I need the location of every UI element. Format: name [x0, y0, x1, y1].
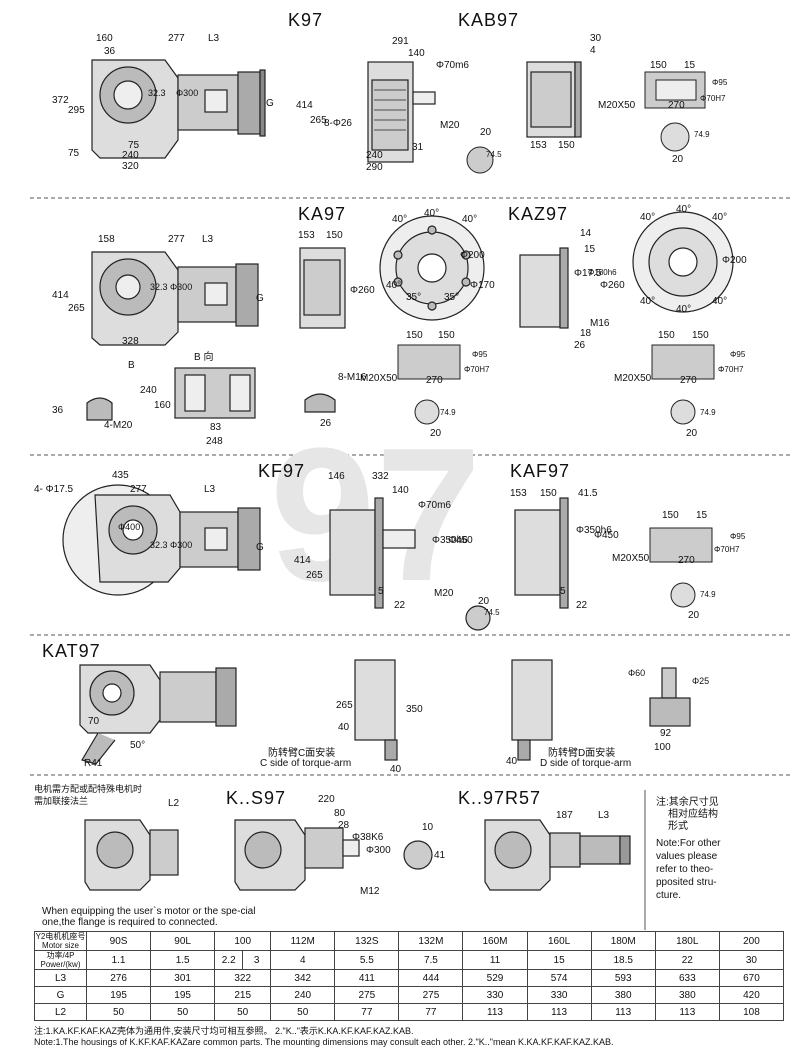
kab97-side-view	[526, 61, 582, 138]
k97-side-view	[367, 61, 436, 163]
ka97-shaft-views	[397, 344, 715, 425]
kat97-d-side-en: D side of torque-arm	[540, 758, 632, 769]
torque-arm-detail	[649, 667, 691, 727]
title-kf97: KF97	[258, 461, 306, 481]
footer-note-cn: 注:1.KA.KF.KAF.KAZ壳体为通用件,安装尺寸均可相互参照。 2."K…	[34, 1026, 414, 1036]
ka97-flange-view	[379, 215, 485, 321]
kaz97-side-view	[519, 247, 569, 329]
title-kaf97: KAF97	[510, 461, 571, 481]
title-k97r57: K..97R57	[458, 788, 542, 808]
title-ka97: KA97	[298, 204, 347, 224]
kat97-c-side-view	[354, 659, 398, 761]
kaz97-flange-view	[632, 211, 734, 313]
kab97-shaft	[466, 71, 706, 174]
kaf97-shaft	[649, 527, 713, 608]
kat97-front-view	[79, 664, 237, 765]
title-kab97: KAB97	[458, 10, 520, 30]
ks97-view	[234, 819, 433, 891]
motor-note-en-1: When equipping the user`s motor or the s…	[42, 906, 256, 917]
kat97-d-side-cn: 防转臂D面安装	[548, 748, 616, 759]
motor-note-cn-1: 电机需方配或配特殊电机时	[34, 784, 143, 794]
ka97-bottom-view	[86, 367, 336, 421]
kat97-c-side-en: C side of torque-arm	[260, 758, 352, 769]
kaf97-side-view	[514, 497, 569, 609]
table-row: G 195 195 215 240 275 275 330 330 380 38…	[34, 986, 785, 1004]
title-kat97: KAT97	[42, 641, 101, 661]
ka97-side-view	[299, 247, 346, 329]
k97-front-view	[91, 59, 266, 159]
motor-spec-table: Y2电机机座号 Motor size 90S 90L 100 112M 132S…	[34, 931, 785, 1021]
kat97-c-side-cn: 防转臂C面安装	[268, 748, 336, 759]
motor-note-cn-2: 需加联接法兰	[34, 796, 89, 806]
title-kaz97: KAZ97	[508, 204, 569, 224]
section-dividers	[30, 197, 790, 776]
table-row: Y2电机机座号 Motor size 90S 90L 100 112M 132S…	[34, 931, 785, 951]
footer-note-en: Note:1.The housings of K.KF.KAF.KAZare c…	[34, 1037, 614, 1047]
kat97-d-side-view	[511, 659, 553, 761]
kf97-front-view	[62, 484, 261, 596]
title-ks97: K..S97	[226, 788, 287, 808]
k97r57-view	[484, 819, 631, 891]
kf97-side-view	[329, 497, 491, 631]
table-row: L2 50 50 50 50 77 77 113 113 113 113 108	[34, 1003, 785, 1021]
motor-flange-view	[84, 819, 179, 891]
title-k97: K97	[288, 10, 324, 30]
ka97-front-view	[91, 251, 259, 346]
table-row: 功率/4P Power/(kw) 1.1 1.5 2.2 3 4 5.5 7.5…	[34, 950, 785, 970]
motor-note-en-2: one,the flange is required to connected.	[42, 917, 218, 928]
table-row: L3 276 301 322 342 411 444 529 574 593 6…	[34, 969, 785, 987]
